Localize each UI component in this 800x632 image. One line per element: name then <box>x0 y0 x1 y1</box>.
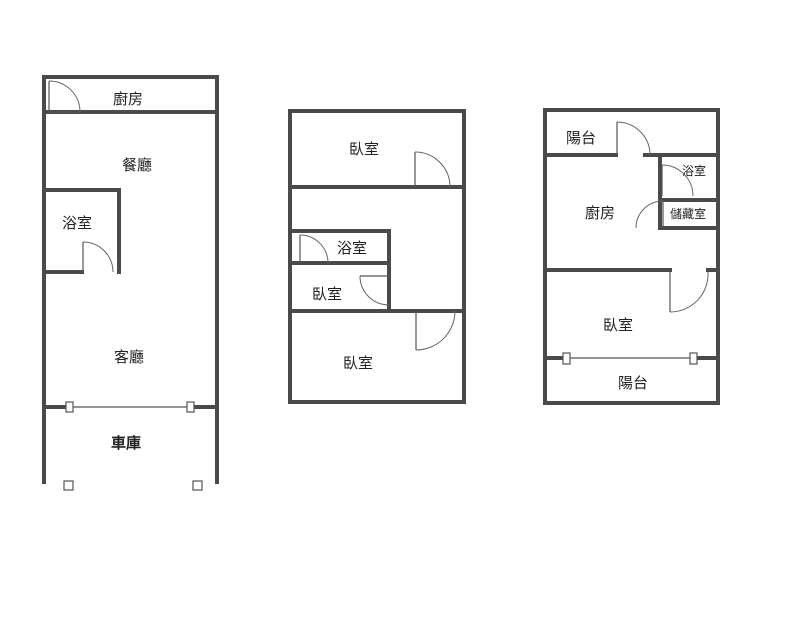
bedroom-bottom-door[interactable] <box>415 310 456 351</box>
room-label-dining: 餐廳 <box>122 156 152 174</box>
floor-3-walls <box>543 108 720 405</box>
room-label-kitchen: 廚房 <box>113 90 143 108</box>
floor-1-walls <box>42 75 219 484</box>
post <box>65 401 74 413</box>
storage-door[interactable] <box>635 200 664 229</box>
floor-3-posts <box>562 352 698 365</box>
floor-3-doors <box>616 121 709 313</box>
bedroom-small-door[interactable] <box>359 275 390 306</box>
floor-2-doors <box>299 151 456 351</box>
room-label-storage: 儲藏室 <box>670 206 706 221</box>
floor-1: 廚房 餐廳 浴室 客廳 車庫 <box>42 75 219 491</box>
post <box>63 480 74 491</box>
room-label-bath: 浴室 <box>62 214 92 232</box>
post <box>186 401 195 413</box>
room-label-bath: 浴室 <box>337 239 367 257</box>
floor-2-walls <box>288 109 466 404</box>
room-label-bedroom-top: 臥室 <box>349 140 379 158</box>
room-label-balcony-bottom: 陽台 <box>618 374 648 392</box>
post <box>689 352 698 365</box>
room-label-bedroom-small: 臥室 <box>312 285 342 303</box>
floor-3: 陽台 浴室 廚房 儲藏室 臥室 陽台 <box>543 108 720 405</box>
balcony-door[interactable] <box>616 121 651 156</box>
room-label-balcony-top: 陽台 <box>566 129 596 147</box>
floor-1-posts <box>63 401 203 491</box>
room-label-garage: 車庫 <box>111 434 141 452</box>
bedroom-door[interactable] <box>669 271 709 313</box>
post <box>562 352 571 365</box>
room-label-bedroom: 臥室 <box>603 316 633 334</box>
bedroom-top-door[interactable] <box>414 151 451 188</box>
kitchen-door[interactable] <box>48 80 81 113</box>
post <box>192 480 203 491</box>
floor-1-doors <box>48 80 114 273</box>
bath-door[interactable] <box>299 234 329 264</box>
bath-door[interactable] <box>82 241 114 273</box>
room-label-bath: 浴室 <box>682 163 706 178</box>
bath-door[interactable] <box>661 164 694 197</box>
room-label-bedroom-bottom: 臥室 <box>343 354 373 372</box>
room-label-living: 客廳 <box>114 348 144 366</box>
room-label-kitchen: 廚房 <box>585 204 615 222</box>
floor-2: 臥室 浴室 臥室 臥室 <box>288 109 466 404</box>
